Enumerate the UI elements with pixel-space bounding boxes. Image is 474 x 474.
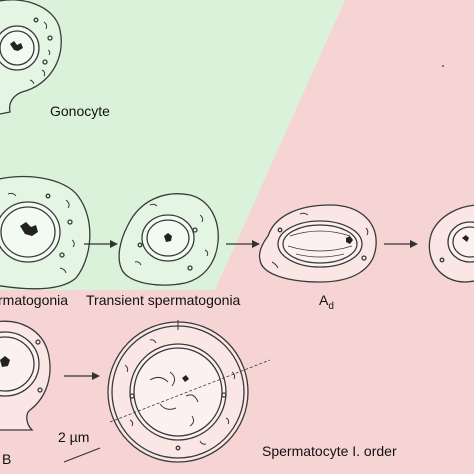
bottom-left-partial-cell [0, 320, 51, 431]
stray-dot-mark [442, 65, 444, 67]
arrow-spermatogonia-to-transient [84, 240, 118, 248]
arrow-ad-to-next [384, 240, 418, 248]
label-ad: Ad [319, 292, 334, 312]
ad-spermatogonium-cell [258, 204, 377, 283]
gonocyte-cell [0, 0, 62, 115]
label-spermatocyte: Spermatocyte I. order [262, 443, 397, 459]
transient-spermatogonia-cell [118, 193, 219, 286]
label-gonocyte: Gonocyte [50, 103, 110, 119]
arrow-transient-to-ad [226, 240, 260, 248]
spermatocyte-cell [107, 320, 271, 463]
right-partial-cell [428, 204, 474, 283]
label-spermatogonia: rmatogonia [0, 292, 69, 308]
label-ad-main: A [319, 292, 329, 308]
label-panel-b: B [2, 451, 12, 467]
scale-bar [63, 447, 101, 463]
label-transient-spermatogonia: Transient spermatogonia [86, 292, 241, 308]
spermatogonia-cell [0, 175, 91, 290]
label-scale-bar: 2 µm [58, 429, 90, 445]
label-ad-subscript: d [328, 301, 334, 312]
arrow-to-spermatocyte [64, 372, 100, 380]
